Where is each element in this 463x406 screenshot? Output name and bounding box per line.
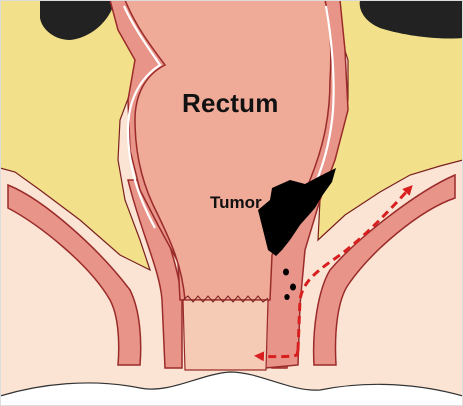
tumor-deposit-1: [283, 269, 289, 276]
anal-canal: [183, 300, 268, 370]
tumor-label: Tumor: [210, 193, 262, 213]
rectum-label: Rectum: [182, 88, 279, 119]
tumor-deposit-3: [284, 294, 289, 300]
tumor-deposit-2: [290, 284, 296, 291]
